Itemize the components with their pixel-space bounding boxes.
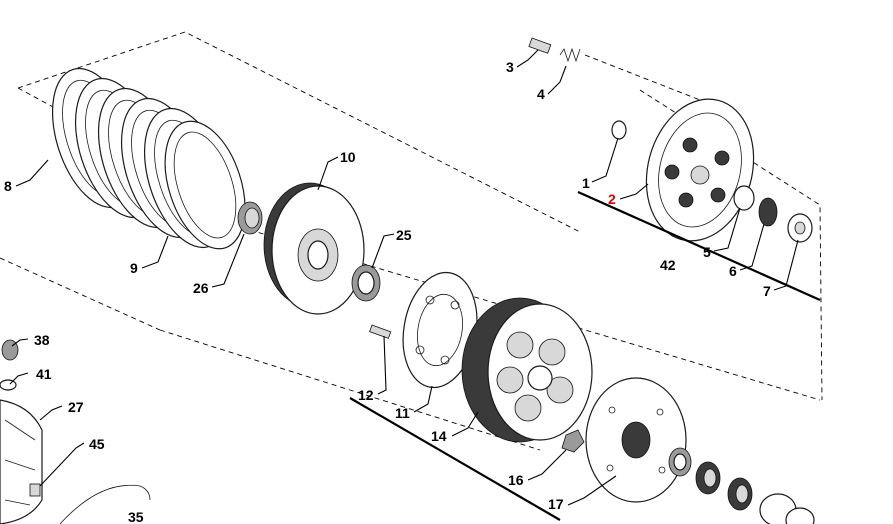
- callout-4: 4: [537, 86, 545, 102]
- pushrod-7: [787, 213, 813, 243]
- clutch-hub-14: [461, 297, 593, 443]
- callout-27: 27: [68, 399, 84, 415]
- screw-3: [528, 37, 552, 54]
- washer-5: [733, 185, 755, 211]
- callout-10: 10: [340, 149, 356, 165]
- callout-9: 9: [130, 260, 138, 276]
- callout-25: 25: [396, 227, 412, 243]
- callout-5: 5: [703, 244, 711, 260]
- engine-case-fragment: [0, 339, 151, 524]
- callout-8: 8: [4, 178, 12, 194]
- group-bracket-42: [577, 190, 821, 302]
- clutch-plates-stack: [51, 67, 246, 250]
- group-bracket-14: [349, 397, 561, 521]
- spring-4: [559, 47, 581, 63]
- bolt-12: [369, 324, 392, 339]
- callout-14: 14: [431, 428, 447, 444]
- callout-17: 17: [548, 496, 564, 512]
- circlip-1: [611, 120, 627, 140]
- callout-1: 1: [582, 175, 590, 191]
- callout-11: 11: [395, 405, 410, 421]
- callout-7: 7: [763, 283, 771, 299]
- backing-plate-17: [585, 377, 687, 503]
- callout-42: 42: [660, 257, 676, 273]
- callout-45: 45: [89, 436, 105, 452]
- callout-labels: 3 4 1 2 5 6 7 42 8 9 10 25 26 38 41 27 4…: [4, 59, 771, 524]
- callout-35: 35: [128, 509, 144, 524]
- callout-16: 16: [508, 472, 524, 488]
- callout-26: 26: [193, 280, 209, 296]
- callout-6: 6: [729, 263, 737, 279]
- nut-16: [561, 429, 585, 453]
- leader-lines: [9, 49, 799, 506]
- callout-12: 12: [358, 387, 374, 403]
- shaft-bearings: [668, 447, 815, 524]
- bearing-26: [237, 201, 263, 235]
- callout-3: 3: [506, 59, 514, 75]
- bearing-6: [758, 197, 778, 227]
- callout-41: 41: [36, 366, 52, 382]
- callout-38: 38: [34, 332, 50, 348]
- thrust-washer-25: [351, 264, 381, 302]
- pressure-plate-assembly-42: [645, 98, 755, 242]
- outer-gear-basket: [263, 182, 365, 315]
- callout-2: 2: [608, 191, 616, 207]
